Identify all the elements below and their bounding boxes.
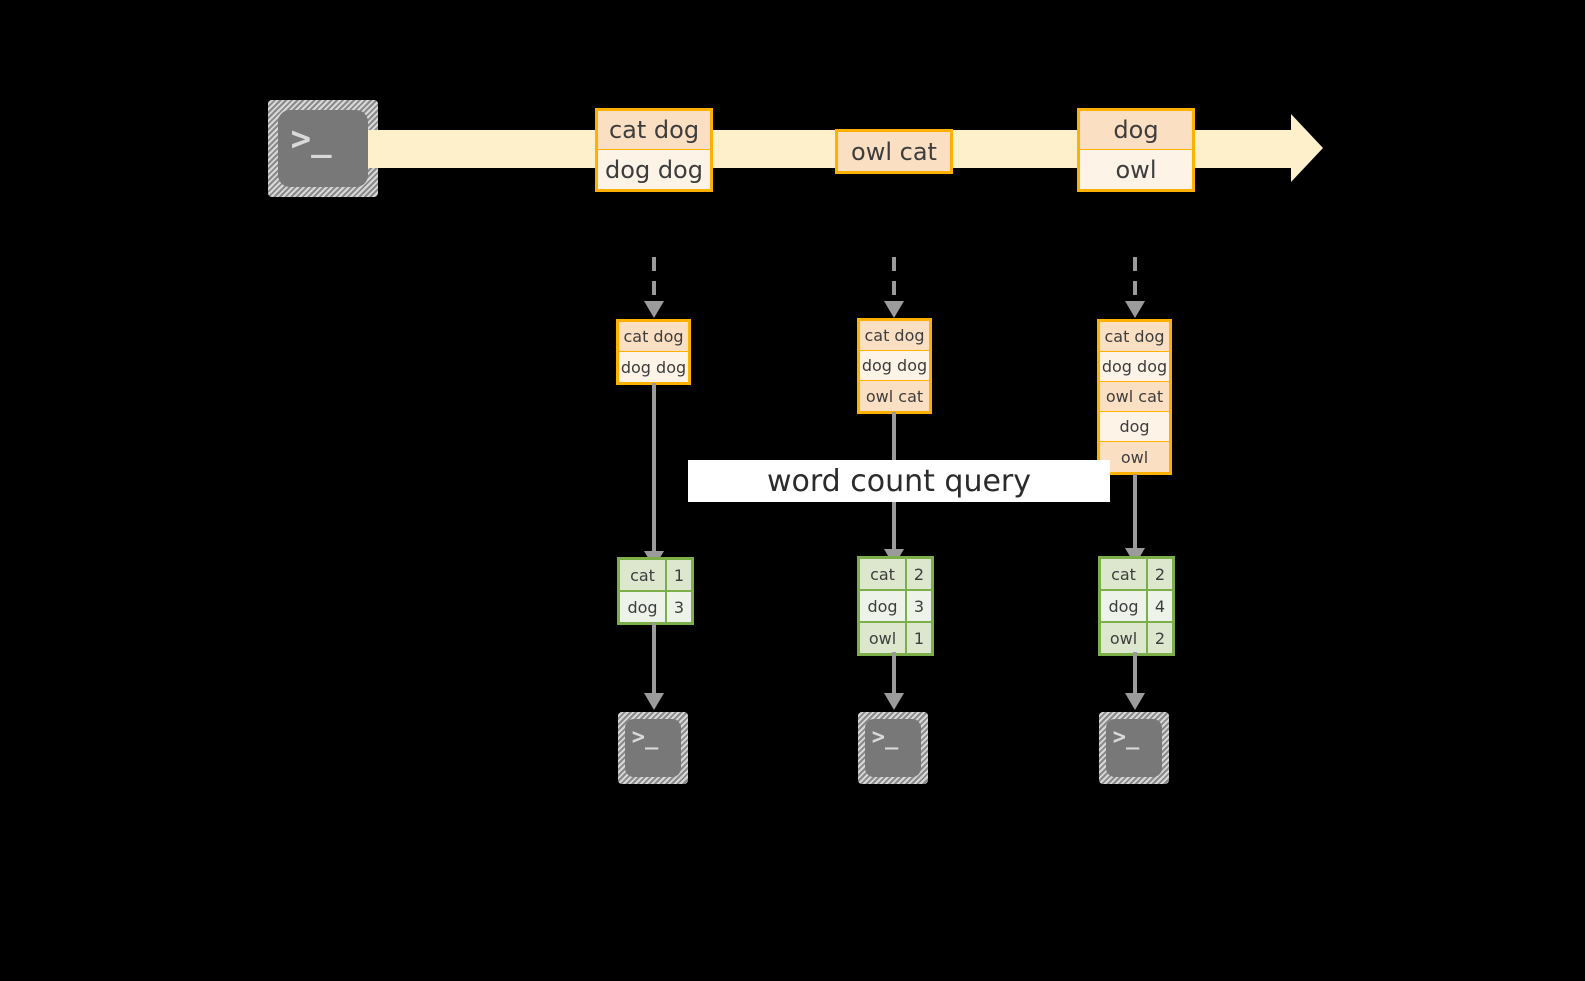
- result-word: owl: [1101, 623, 1148, 653]
- table-row: cat 2: [860, 559, 931, 591]
- terminal-body: >_: [1106, 719, 1162, 777]
- stream-record-line: dog: [1080, 111, 1192, 150]
- dashed-line: [652, 257, 656, 301]
- dashed-line: [892, 257, 896, 301]
- result-count: 1: [667, 560, 691, 590]
- result-count: 3: [667, 592, 691, 622]
- arrow-head-icon: [644, 693, 664, 710]
- result-word: cat: [860, 559, 907, 589]
- result-word: owl: [860, 623, 907, 653]
- result-count: 2: [907, 559, 931, 589]
- snapshot-line: cat dog: [619, 322, 688, 352]
- stream-record: owl cat: [835, 129, 953, 174]
- result-count: 2: [1148, 559, 1172, 589]
- snapshot-line: owl cat: [860, 381, 929, 411]
- solid-line: [1133, 652, 1137, 693]
- table-row: dog 4: [1101, 591, 1172, 623]
- terminal-prompt-glyph: >_: [1112, 725, 1140, 751]
- snapshot-line: dog dog: [619, 352, 688, 382]
- stream-record: cat dog dog dog: [595, 108, 713, 192]
- terminal-prompt-glyph: >_: [631, 725, 659, 751]
- solid-line: [652, 383, 656, 551]
- snapshot-line: owl cat: [1100, 382, 1169, 412]
- source-terminal-icon: >_: [268, 100, 378, 197]
- arrow-head-icon: [884, 301, 904, 318]
- query-banner-label: word count query: [766, 463, 1032, 499]
- result-word: cat: [620, 560, 667, 590]
- arrow-head-icon: [1125, 301, 1145, 318]
- arrow-head-icon: [884, 693, 904, 710]
- table-row: dog 3: [620, 592, 691, 622]
- stream-record-line: dog dog: [598, 150, 710, 189]
- snapshot-line: cat dog: [1100, 322, 1169, 352]
- stream-record-line: owl cat: [838, 132, 950, 171]
- result-word: dog: [620, 592, 667, 622]
- table-row: owl 1: [860, 623, 931, 653]
- result-word: cat: [1101, 559, 1148, 589]
- table-row: owl 2: [1101, 623, 1172, 653]
- stream-record: dog owl: [1077, 108, 1195, 192]
- query-banner: word count query: [688, 460, 1110, 502]
- snapshot-table-3: cat dog dog dog owl cat dog owl: [1097, 319, 1172, 475]
- solid-line: [1133, 474, 1137, 548]
- result-count: 3: [907, 591, 931, 621]
- terminal-body: >_: [278, 110, 368, 187]
- terminal-body: >_: [625, 719, 681, 777]
- table-row: dog 3: [860, 591, 931, 623]
- solid-line: [652, 623, 656, 693]
- sink-terminal-icon-2: >_: [858, 712, 928, 784]
- snapshot-line: owl: [1100, 442, 1169, 472]
- terminal-prompt-glyph: >_: [871, 725, 899, 751]
- stream-record-line: owl: [1080, 150, 1192, 189]
- stream-arrow-head-icon: [1291, 114, 1323, 182]
- result-table-3: cat 2 dog 4 owl 2: [1098, 556, 1175, 656]
- sink-terminal-icon-1: >_: [618, 712, 688, 784]
- snapshot-line: dog dog: [1100, 352, 1169, 382]
- table-row: cat 1: [620, 560, 691, 592]
- snapshot-line: dog dog: [860, 351, 929, 381]
- result-table-1: cat 1 dog 3: [617, 557, 694, 625]
- snapshot-table-2: cat dog dog dog owl cat: [857, 318, 932, 414]
- arrow-head-icon: [1125, 693, 1145, 710]
- arrow-head-icon: [644, 301, 664, 318]
- result-word: dog: [1101, 591, 1148, 621]
- terminal-body: >_: [865, 719, 921, 777]
- result-table-2: cat 2 dog 3 owl 1: [857, 556, 934, 656]
- snapshot-line: dog: [1100, 412, 1169, 442]
- snapshot-line: cat dog: [860, 321, 929, 351]
- result-word: dog: [860, 591, 907, 621]
- terminal-prompt-glyph: >_: [290, 119, 332, 160]
- solid-line: [892, 652, 896, 693]
- result-count: 4: [1148, 591, 1172, 621]
- snapshot-table-1: cat dog dog dog: [616, 319, 691, 385]
- sink-terminal-icon-3: >_: [1099, 712, 1169, 784]
- table-row: cat 2: [1101, 559, 1172, 591]
- result-count: 2: [1148, 623, 1172, 653]
- stream-record-line: cat dog: [598, 111, 710, 150]
- dashed-line: [1133, 257, 1137, 301]
- result-count: 1: [907, 623, 931, 653]
